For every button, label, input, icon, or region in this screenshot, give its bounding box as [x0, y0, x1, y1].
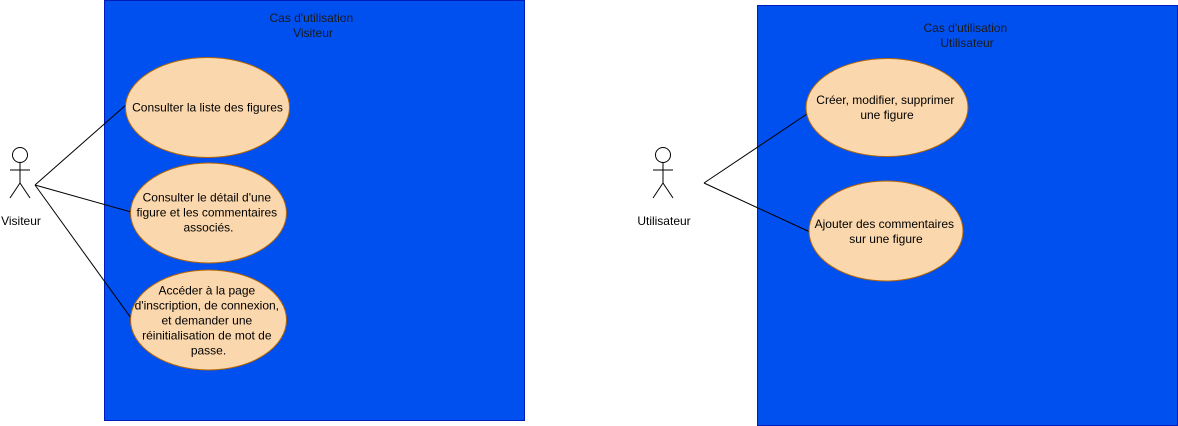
use-case-acceder-inscription: Accéder à la page d'inscription, de conn… [130, 269, 287, 371]
system-title-line: Visiteur [293, 26, 333, 40]
use-case-label: Créer, modifier, supprimer une figure [816, 93, 957, 122]
use-case-ellipse [130, 162, 287, 264]
actor-label-visiteur: Visiteur [1, 214, 41, 228]
association-line [703, 182, 811, 233]
use-case-label: Consulter le détail d'une figure et les … [136, 191, 280, 235]
use-case-label: Accéder à la page d'inscription, de conn… [135, 284, 283, 358]
actor-left-leg [9, 182, 21, 199]
association-line [34, 103, 128, 186]
actor-label-utilisateur: Utilisateur [637, 214, 690, 228]
system-title-utilisateur: Cas d'utilisation Utilisateur [923, 21, 1010, 50]
system-title-visiteur: Cas d'utilisation Visiteur [269, 11, 356, 40]
use-case-ellipse [125, 57, 290, 158]
associations-utilisateur [703, 113, 811, 233]
actor-right-leg [19, 182, 31, 199]
actor-utilisateur [652, 147, 674, 199]
use-case-label: Consulter la liste des figures [132, 101, 283, 115]
use-case-ellipse [130, 269, 287, 371]
association-line [703, 113, 808, 184]
actor-left-leg [652, 182, 664, 199]
use-case-ellipse [808, 180, 964, 282]
association-line [34, 184, 132, 213]
system-title-line: Utilisateur [940, 36, 993, 50]
system-title-line: Cas d'utilisation [269, 11, 353, 25]
use-case-creer-modifier-supprimer: Créer, modifier, supprimer une figure [805, 58, 969, 157]
actor-visiteur [9, 147, 31, 199]
association-line [34, 184, 132, 319]
actor-head [655, 147, 671, 163]
use-case-ajouter-commentaires: Ajouter des commentaires sur une figure [808, 180, 964, 282]
use-case-label: Ajouter des commentaires sur une figure [815, 217, 958, 246]
actor-head [12, 147, 28, 163]
use-case-consulter-detail: Consulter le détail d'une figure et les … [130, 162, 287, 264]
actor-right-leg [662, 182, 674, 199]
use-case-consulter-liste: Consulter la liste des figures [125, 57, 290, 158]
use-case-ellipse [805, 58, 969, 157]
associations-visiteur [34, 103, 132, 319]
system-title-line: Cas d'utilisation [923, 21, 1007, 35]
